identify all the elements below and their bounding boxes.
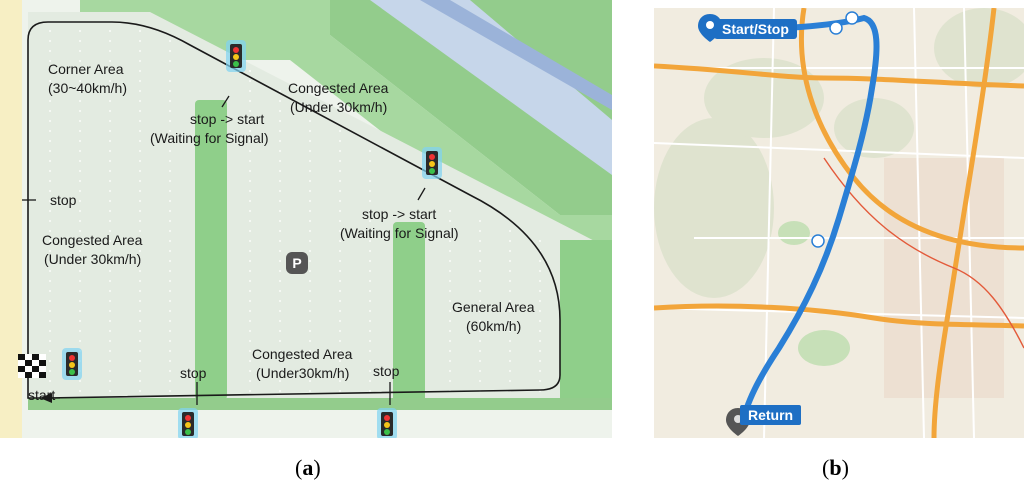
waiting-signal-label-1: (Waiting for Signal)	[150, 130, 269, 146]
parking-lot-map: P Corner Area (30~40km/h) Congested Area…	[0, 0, 612, 438]
caption-a: (a)	[295, 455, 321, 480]
sand-strip	[0, 0, 22, 438]
general-area-speed: (60km/h)	[466, 318, 522, 334]
start-label: start	[28, 387, 56, 403]
grass-island-1	[195, 100, 227, 400]
traffic-light-icon	[422, 147, 442, 179]
grass-island-2	[393, 222, 425, 402]
driving-route	[713, 14, 880, 429]
checkered-flag-icon	[18, 354, 46, 378]
road-band	[370, 0, 612, 175]
traffic-light-icon	[226, 40, 246, 72]
return-tag: Return	[740, 405, 802, 425]
stop-start-label-1: stop -> start	[190, 111, 265, 127]
water-strip	[420, 0, 612, 110]
route-path	[27, 21, 561, 399]
corner-area-speed: (30~40km/h)	[48, 80, 127, 96]
general-area-label: General Area	[452, 299, 535, 315]
congested-area-left-speed: (Under 30km/h)	[44, 251, 142, 267]
congested-area-top-speed: (Under 30km/h)	[290, 99, 388, 115]
signal-tick-1	[221, 95, 230, 108]
stop-label-bottom-2: stop	[373, 363, 400, 379]
start-stop-tag: Start/Stop	[714, 19, 797, 39]
parking-lot-drawing	[0, 0, 612, 438]
route-map-drawing	[654, 8, 1024, 438]
grass-island-3	[560, 240, 612, 405]
stop-start-label-2: stop -> start	[362, 206, 437, 222]
parking-sign-icon: P	[286, 252, 308, 274]
corner-area-label: Corner Area	[48, 61, 124, 77]
caption-a-letter: a	[302, 455, 314, 480]
congested-area-bottom-label: Congested Area	[252, 346, 353, 362]
urban-area	[884, 158, 1004, 398]
stop-label-left: stop	[50, 192, 77, 208]
stop-label-bottom-1: stop	[180, 365, 207, 381]
traffic-light-icon	[62, 348, 82, 380]
parking-stall-lines	[49, 30, 541, 395]
route-arrow	[40, 393, 52, 403]
signal-tick-2	[417, 187, 426, 201]
traffic-light-icon	[178, 408, 198, 438]
route-marker-icon	[811, 11, 859, 248]
caption-b: (b)	[822, 455, 849, 480]
congested-area-bottom-speed: (Under30km/h)	[256, 365, 350, 381]
route-map: Start/Stop Return	[654, 8, 1024, 438]
waiting-signal-label-2: (Waiting for Signal)	[340, 225, 459, 241]
caption-b-letter: b	[829, 455, 842, 480]
rail-line	[823, 157, 1024, 349]
parking-lot-surface	[28, 12, 612, 405]
congested-area-top-label: Congested Area	[288, 80, 389, 96]
traffic-light-icon	[377, 408, 397, 438]
highways	[654, 8, 1024, 438]
congested-area-left-label: Congested Area	[42, 232, 143, 248]
